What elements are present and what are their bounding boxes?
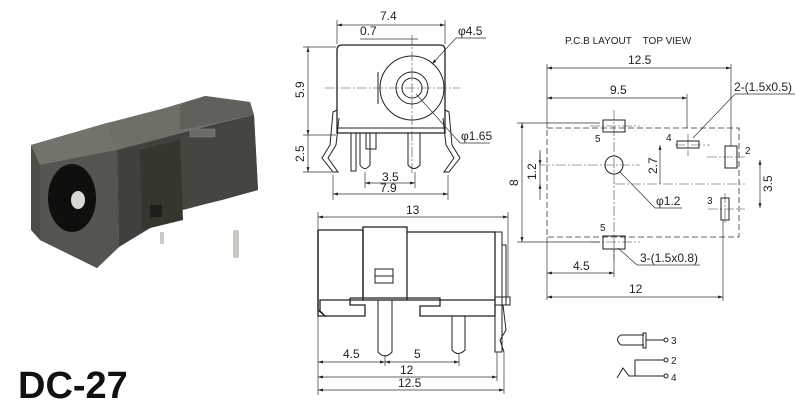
dim-side-pin-offset: 4.5	[343, 347, 360, 361]
locking-tab	[150, 205, 162, 217]
pcb-pad-3	[720, 197, 730, 221]
dim-front-offset: 0.7	[360, 24, 377, 38]
dim-side-total-length: 12.5	[398, 376, 422, 390]
dim-pcb-hole-diameter: φ1.2	[656, 194, 681, 208]
schematic-pin-4: 4	[671, 373, 677, 384]
model-name: DC-27	[18, 365, 128, 407]
dim-side-length: 13	[406, 203, 420, 217]
dim-pcb-pad4-offset: 2.7	[646, 157, 660, 174]
pad-label-3: 3	[707, 196, 713, 207]
dim-pcb-hole-offset: 1.2	[525, 163, 539, 180]
pcb-layout-view: P.C.B LAYOUT TOP VIEW 5 4 2 3 5 12.5 9.5…	[507, 36, 795, 301]
pad-label-5-top: 5	[595, 134, 601, 145]
dim-pcb-pad-distance: 9.5	[610, 83, 627, 97]
side-view: 13 4.5 5 12 12.5	[317, 203, 511, 395]
pad-spec-small: 2-(1.5x0.5)	[734, 80, 792, 94]
dim-pin-spacing: 3.5	[382, 170, 399, 184]
front-view: 7.4 0.7 φ4.5 φ1.65 5.9 2.5 3.5 7.9	[293, 9, 492, 200]
dim-pcb-pad-spacing: 3.5	[761, 175, 775, 192]
pad-spec-large: 3-(1.5x0.8)	[640, 251, 698, 265]
product-photo	[31, 96, 258, 268]
pad-label-2: 2	[745, 146, 751, 157]
dim-body-height: 5.9	[293, 81, 307, 98]
dim-side-pin-spacing: 5	[414, 347, 421, 361]
pcb-layout-title: P.C.B LAYOUT TOP VIEW	[565, 36, 692, 47]
dim-pcb-height: 8	[507, 179, 521, 186]
pad-label-5-bottom: 5	[600, 223, 606, 234]
center-pin	[71, 191, 85, 209]
schematic-symbol: 3 2 4	[616, 332, 677, 384]
dim-side-pin-length: 12	[400, 363, 414, 377]
dim-pcb-hole-x: 4.5	[573, 259, 590, 273]
solder-pin	[233, 230, 239, 258]
dim-leg-span: 7.9	[380, 181, 397, 195]
schematic-pin-3: 3	[671, 336, 677, 347]
pcb-pad-5-top	[602, 119, 626, 133]
pcb-hole	[604, 155, 624, 175]
dim-pcb-bottom-width: 12	[629, 282, 643, 296]
dim-pcb-overall: 12.5	[628, 53, 652, 67]
dim-front-width: 7.4	[380, 9, 397, 23]
dim-pin-diameter: φ1.65	[461, 129, 492, 143]
dim-leg-height: 2.5	[293, 145, 307, 162]
schematic-pin-2: 2	[671, 356, 677, 367]
pcb-pad-4	[676, 140, 700, 149]
pad-label-4: 4	[666, 133, 672, 144]
dim-outer-diameter: φ4.5	[458, 24, 483, 38]
